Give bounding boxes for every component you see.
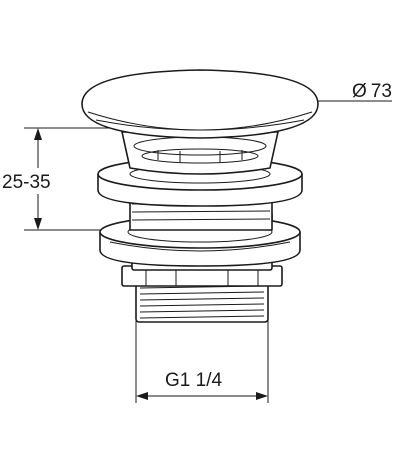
threaded-tail <box>135 281 269 323</box>
thread-label: G1 1/4 <box>165 370 222 391</box>
height-label: 25-35 <box>2 172 51 193</box>
diameter-symbol: Ø <box>352 81 367 102</box>
height-dimension <box>24 127 120 231</box>
diameter-value: 73 <box>371 81 392 102</box>
cap <box>81 69 319 139</box>
thread-dimension <box>135 310 269 403</box>
